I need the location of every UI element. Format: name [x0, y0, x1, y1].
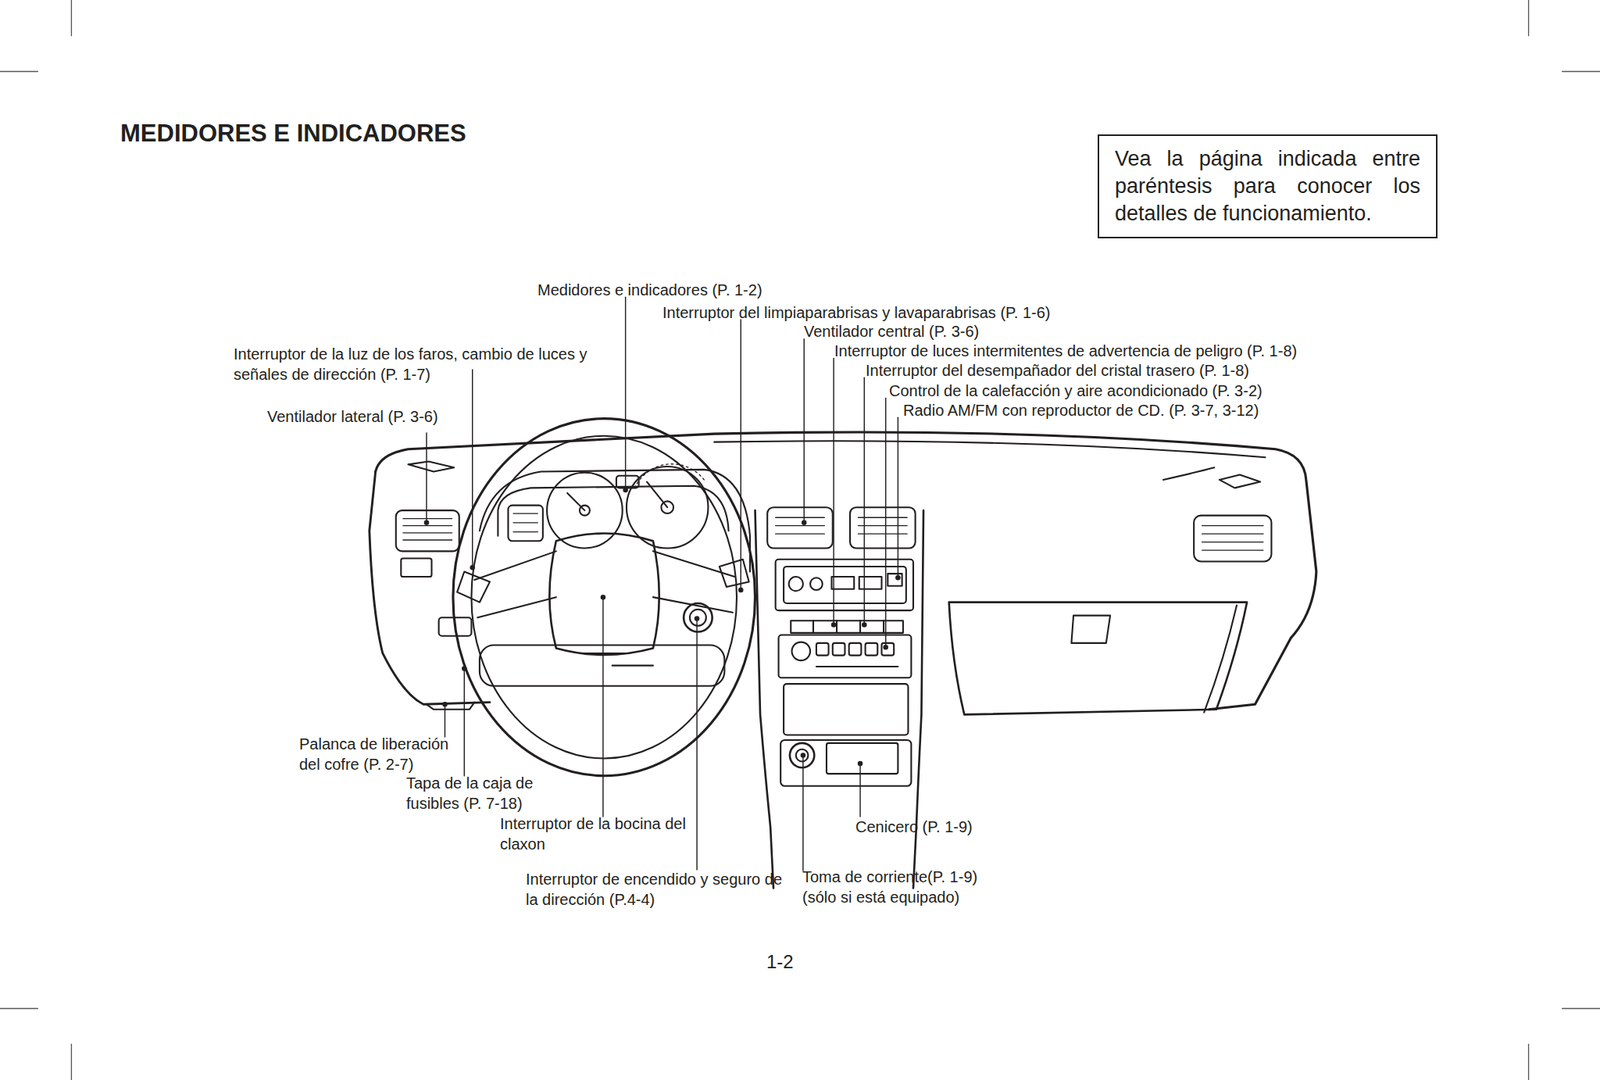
page-number: 1-2: [766, 949, 794, 975]
callout-label: Radio AM/FM con reproductor de CD. (P. 3…: [903, 400, 1259, 421]
callout-label: Interruptor de la bocina del claxon: [500, 813, 688, 855]
callout-label: Interruptor del limpiaparabrisas y lavap…: [662, 302, 1051, 323]
note-text: Vea la página indicada entre paréntesis …: [1114, 145, 1421, 228]
callout-label: Ventilador central (P. 3-6): [803, 321, 979, 342]
callout-label: Palanca de liberación del cofre (P. 2-7): [299, 733, 468, 775]
callout-label: Interruptor de luces intermitentes de ad…: [834, 340, 1297, 361]
callout-label: Cenicero (P. 1-9): [855, 816, 973, 837]
callout-label: Interruptor de la luz de los faros, camb…: [233, 343, 625, 386]
note-box: Vea la página indicada entre paréntesis …: [1097, 134, 1438, 239]
callout-label: Interruptor del desempañador del cristal…: [865, 360, 1250, 381]
callout-label: Medidores e indicadores (P. 1-2): [537, 279, 763, 300]
page-title: MEDIDORES E INDICADORES: [120, 119, 467, 148]
callout-label: Toma de corriente(P. 1-9) (sólo si está …: [802, 866, 1002, 908]
callout-label: Tapa de la caja de fusibles (P. 7-18): [406, 772, 551, 815]
callout-label: Interruptor de encendido y seguro de la …: [525, 868, 788, 911]
callout-label: Control de la calefacción y aire acondic…: [889, 380, 1263, 401]
callout-label: Ventilador lateral (P. 3-6): [267, 406, 439, 427]
